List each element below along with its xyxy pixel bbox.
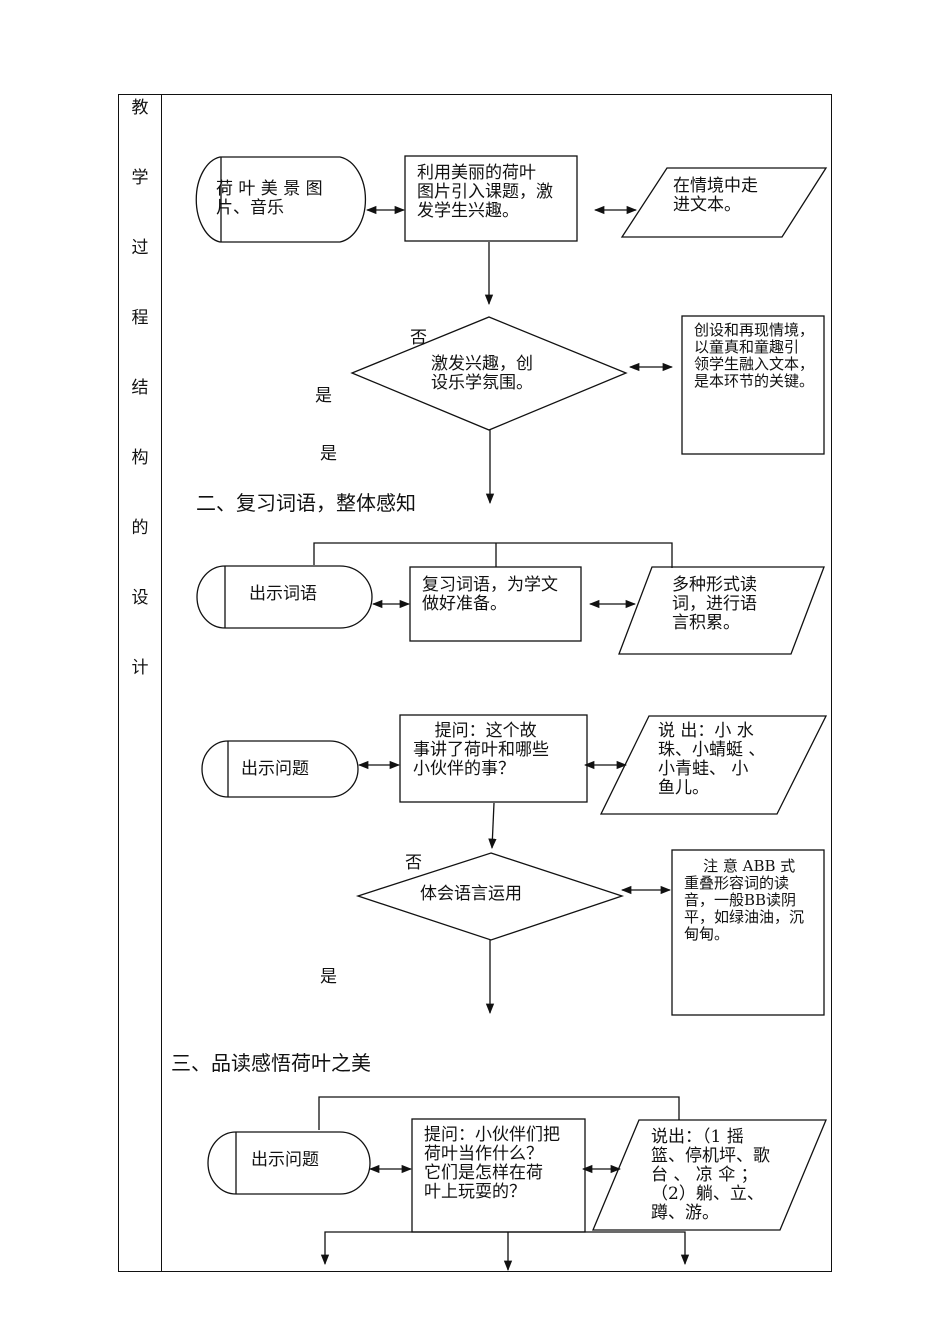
note-box <box>681 315 825 455</box>
process-label: 提问：小伙伴们把 荷叶当作什么？ 它们是怎样在荷 叶上玩耍的？ <box>424 1125 560 1202</box>
decision-label: 激发兴趣，创 设乐学氛围。 <box>431 354 533 393</box>
yes-label: 是 <box>320 444 337 464</box>
sidebar-divider <box>161 94 162 1272</box>
terminator-label: 荷 叶 美 景 图 片、音乐 <box>216 179 323 218</box>
sidebar-char: 学 <box>131 168 149 188</box>
parallelogram-shape <box>618 566 825 655</box>
note-box <box>671 849 825 1016</box>
sidebar-char: 程 <box>131 308 149 328</box>
sidebar-char: 教 <box>131 98 149 118</box>
terminator-shape <box>196 565 373 629</box>
process-label: 利用美丽的荷叶 图片引入课题，激 发学生兴趣。 <box>417 163 553 221</box>
terminator-label: 出示词语 <box>249 584 317 604</box>
process-label: 提问：这个故 事讲了荷叶和哪些 小伙伴的事？ <box>413 721 549 779</box>
parallelogram-label: 多种形式读 词，进行语 言积累。 <box>672 575 757 633</box>
sidebar-char: 计 <box>131 658 149 678</box>
sidebar-char: 结 <box>131 378 149 398</box>
section-heading: 二、复习词语，整体感知 <box>196 491 416 515</box>
note-text: 创设和再现情境， 以童真和童趣引 领学生融入文本， 是本环节的关键。 <box>694 321 815 390</box>
no-label: 否 <box>410 328 427 348</box>
yes-label: 是 <box>320 967 337 987</box>
sidebar-char: 的 <box>131 518 149 538</box>
decision-diamond <box>350 316 628 431</box>
no-label: 否 <box>405 853 422 873</box>
terminator-shape <box>195 156 367 243</box>
terminator-label: 出示问题 <box>251 1150 319 1170</box>
decision-label: 体会语言运用 <box>420 884 522 904</box>
parallelogram-shape <box>599 715 828 815</box>
sidebar-char: 设 <box>131 588 149 608</box>
note-text: 注 意 ABB 式 重叠形容词的读 音，一般BB读阴 平，如绿油油，沉 甸甸。 <box>684 857 805 943</box>
decision-diamond <box>355 852 625 941</box>
process-box <box>399 714 588 803</box>
parallelogram-label: 说出：（1 摇 篮、停机坪、歌 台 、 凉 伞 ； （2）躺、立、 蹲、游。 <box>651 1127 770 1223</box>
terminator-shape <box>207 1131 371 1195</box>
terminator-shape <box>201 740 359 798</box>
terminator-label: 出示问题 <box>241 759 309 779</box>
process-label: 复习词语，为学文 做好准备。 <box>422 575 558 614</box>
sidebar-char: 过 <box>131 238 149 258</box>
section-heading: 三、品读感悟荷叶之美 <box>171 1051 371 1075</box>
yes-label: 是 <box>315 386 332 406</box>
parallelogram-shape <box>592 1119 827 1231</box>
sidebar-char: 构 <box>131 448 149 468</box>
table-frame <box>118 94 832 1272</box>
process-box <box>404 155 578 242</box>
parallelogram-label: 在情境中走 进文本。 <box>673 176 758 215</box>
parallelogram-label: 说 出：小 水 珠、小蜻蜓 、 小青蛙、 小 鱼儿。 <box>658 721 766 798</box>
